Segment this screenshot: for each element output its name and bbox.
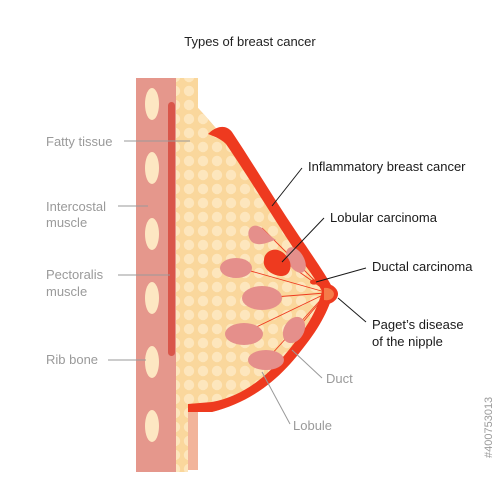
label-lobule: Lobule [293,418,332,433]
nipple-highlight [324,287,334,301]
lobule [286,247,306,273]
label-intercostal-line1: Intercostal [46,199,106,214]
rib-bone [145,282,159,314]
lobules [220,225,306,370]
label-intercostal-line2: muscle [46,215,87,230]
lobule [248,225,276,245]
lobule [248,350,284,370]
label-duct: Duct [326,371,353,386]
leader-lobule [261,371,291,425]
leader-duct [291,349,323,379]
leader-lobular [281,217,325,263]
rib-bone [145,346,159,378]
label-lobular: Lobular carcinoma [330,210,438,225]
label-pagets-line2: of the nipple [372,334,443,349]
label-pectoralis-line2: muscle [46,284,87,299]
lobule [282,316,306,344]
label-ductal: Ductal carcinoma [372,259,473,274]
ductal-carcinoma-tumor [310,279,318,285]
label-inflammatory: Inflammatory breast cancer [308,159,466,174]
rib-bones [145,88,159,442]
label-fatty-tissue: Fatty tissue [46,134,112,149]
leader-pagets [337,297,367,323]
lobular-carcinoma-tumor [263,249,291,276]
diagram-title: Types of breast cancer [184,34,316,49]
label-pectoralis-line1: Pectoralis [46,267,104,282]
label-rib-bone: Rib bone [46,352,98,367]
rib-bone [145,88,159,120]
leader-ductal [315,267,367,283]
fat-globules [168,78,330,472]
lobule [242,286,282,310]
stock-id: #400753013 [483,397,495,458]
lobule [225,323,263,345]
pectoralis-muscle [168,102,175,356]
rib-bone [145,410,159,442]
leader-inflammatory [271,167,303,207]
rib-bone [145,152,159,184]
rib-bone [145,218,159,250]
lobule [220,258,252,278]
label-pagets-line1: Paget’s disease [372,317,464,332]
